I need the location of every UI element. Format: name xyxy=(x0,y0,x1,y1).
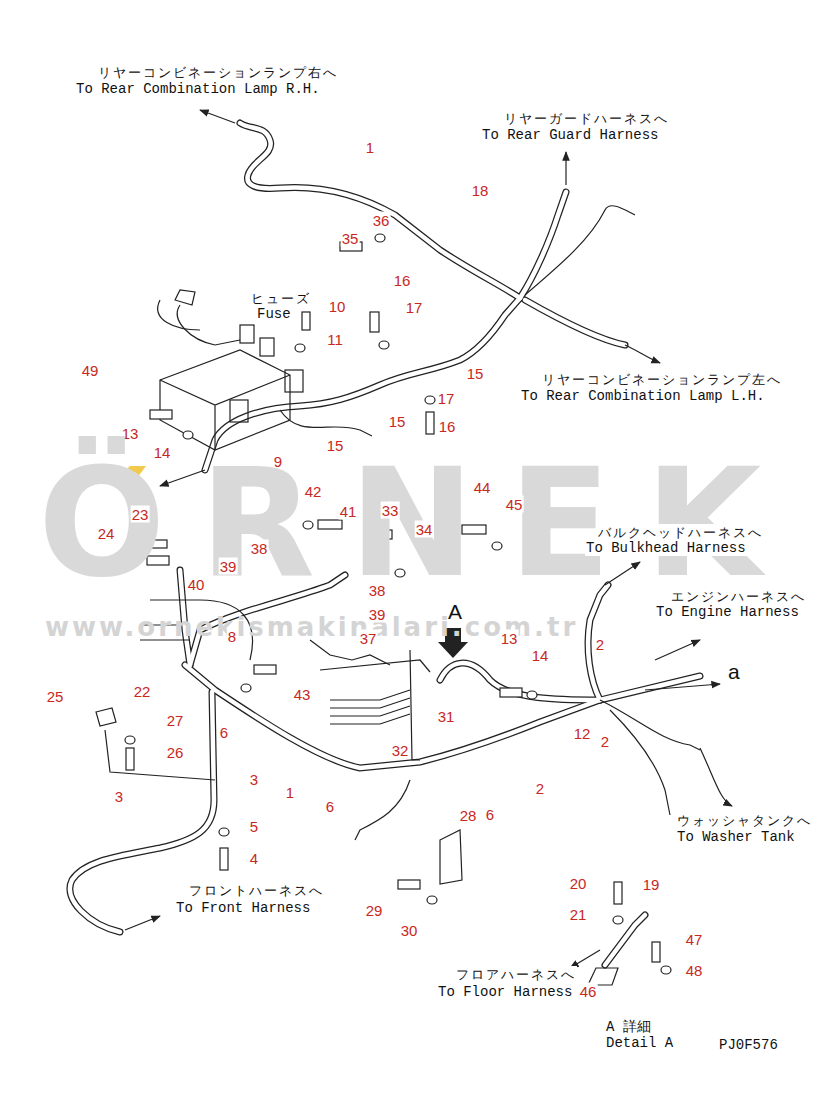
callout-number: 42 xyxy=(304,483,323,500)
callout-number: 15 xyxy=(466,365,485,382)
callout-number: 41 xyxy=(339,503,358,520)
note-text: PJ0F576 xyxy=(718,1037,779,1053)
callout-number: 43 xyxy=(293,686,312,703)
callout-number: 12 xyxy=(573,725,592,742)
callout-number: 27 xyxy=(166,712,185,729)
callout-number: 35 xyxy=(341,230,360,247)
callout-number: 1 xyxy=(285,784,295,801)
callout-number: 19 xyxy=(642,876,661,893)
callout-number: 2 xyxy=(595,636,605,653)
callout-number: 45 xyxy=(505,496,524,513)
note-text: To Front Harness xyxy=(175,900,311,916)
note-text: To Bulkhead Harness xyxy=(585,540,747,556)
callout-number: 13 xyxy=(500,630,519,647)
callout-number: 44 xyxy=(473,479,492,496)
view-letter: A xyxy=(448,600,462,624)
callout-number: 34 xyxy=(415,521,434,538)
callout-number: 18 xyxy=(471,182,490,199)
callout-number: 31 xyxy=(437,708,456,725)
callout-number: 6 xyxy=(219,724,229,741)
callout-number: 15 xyxy=(388,413,407,430)
callout-number: 38 xyxy=(368,582,387,599)
note-text: To Floor Harness xyxy=(437,984,573,1000)
callout-number: 30 xyxy=(400,922,419,939)
japanese-note: リヤーコンビネーションランプ左へ xyxy=(541,371,783,389)
callout-number: 47 xyxy=(685,931,704,948)
callout-number: 2 xyxy=(535,780,545,797)
japanese-note: ウォッシャタンクへ xyxy=(676,812,813,830)
callout-number: 29 xyxy=(365,902,384,919)
japanese-note: フロントハーネスへ xyxy=(188,882,325,900)
note-text: To Rear Guard Harness xyxy=(481,127,659,143)
note-text: To Washer Tank xyxy=(676,829,796,845)
callout-number: 14 xyxy=(531,647,550,664)
callout-number: 25 xyxy=(46,688,65,705)
note-text: Detail A xyxy=(605,1035,674,1051)
note-text: To Rear Combination Lamp L.H. xyxy=(520,388,766,404)
callout-number: 16 xyxy=(438,418,457,435)
callout-number: 13 xyxy=(121,425,140,442)
callout-number: 33 xyxy=(381,502,400,519)
callout-number: 2 xyxy=(600,733,610,750)
callout-number: 8 xyxy=(227,628,237,645)
callout-number: 4 xyxy=(249,850,259,867)
watermark-url: www.ornekismakinalari.com.tr xyxy=(45,612,578,642)
callout-number: 20 xyxy=(569,875,588,892)
callout-number: 17 xyxy=(405,299,424,316)
callout-number: 3 xyxy=(114,788,124,805)
callout-number: 26 xyxy=(166,744,185,761)
view-letter: a xyxy=(728,660,740,684)
note-text: A 詳細 xyxy=(605,1018,652,1036)
callout-number: 16 xyxy=(393,272,412,289)
callout-number: 38 xyxy=(250,540,269,557)
callout-number: 40 xyxy=(187,576,206,593)
callout-number: 3 xyxy=(249,771,259,788)
callout-number: 6 xyxy=(325,798,335,815)
callout-number: 36 xyxy=(372,212,391,229)
callout-number: 39 xyxy=(219,558,238,575)
note-text: To Rear Combination Lamp R.H. xyxy=(75,81,321,97)
note-text: To Engine Harness xyxy=(655,604,800,620)
callout-number: 28 xyxy=(459,807,478,824)
callout-number: 1 xyxy=(365,139,375,156)
japanese-note: リヤーコンビネーションランプ右へ xyxy=(97,64,339,82)
callout-number: 11 xyxy=(326,331,344,348)
callout-number: 24 xyxy=(97,525,116,542)
japanese-note: リヤーガードハーネスへ xyxy=(503,110,670,128)
callout-number: 32 xyxy=(391,742,410,759)
callout-number: 5 xyxy=(249,818,259,835)
callout-number: 46 xyxy=(579,983,598,1000)
callout-number: 23 xyxy=(131,506,150,523)
callout-number: 49 xyxy=(81,362,100,379)
callout-number: 48 xyxy=(685,962,704,979)
note-text: Fuse xyxy=(256,306,292,322)
callout-number: 39 xyxy=(368,606,387,623)
callout-number: 17 xyxy=(437,390,456,407)
callout-number: 37 xyxy=(359,630,378,647)
callout-number: 6 xyxy=(485,806,495,823)
callout-number: 22 xyxy=(133,683,152,700)
bolts-washers xyxy=(125,234,671,974)
japanese-note: フロアハーネスへ xyxy=(455,966,577,984)
callout-number: 10 xyxy=(328,298,347,315)
callout-number: 21 xyxy=(569,906,588,923)
